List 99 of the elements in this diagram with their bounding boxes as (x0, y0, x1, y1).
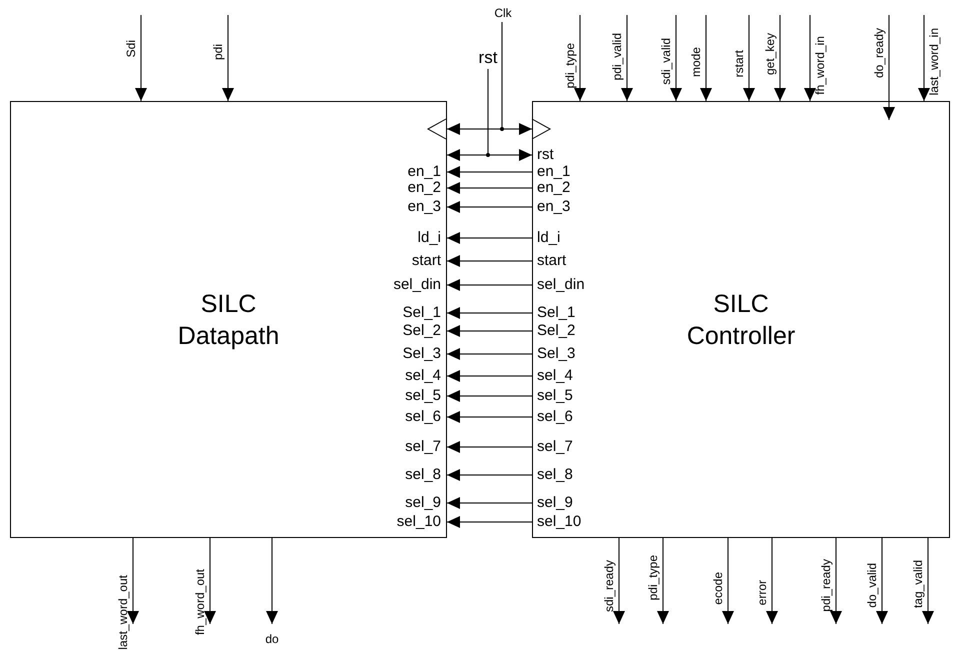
port-label: rst (537, 147, 554, 163)
signal-label: do_ready (873, 28, 886, 78)
port-label: sel_7 (537, 439, 573, 455)
port-label: en_3 (537, 199, 570, 215)
port-label: en_1 (537, 164, 570, 180)
signal-label: sdi_ready (603, 560, 616, 612)
port-label: sel_9 (405, 495, 441, 511)
signal-arrow (830, 538, 842, 624)
signal-label: pdi_type (564, 43, 577, 88)
signal-label: tag_valid (912, 560, 925, 608)
port-label: sel_6 (537, 409, 573, 425)
port-label: en_2 (537, 180, 570, 196)
signal-label: pdi_ready (820, 559, 833, 612)
port-label: en_2 (408, 180, 441, 196)
signal-arrow (446, 411, 532, 423)
signal-arrow (766, 538, 778, 624)
port-label: ld_i (537, 230, 560, 246)
signal-arrow (574, 14, 586, 102)
signal-arrow (918, 14, 930, 102)
signal-label: do (264, 632, 280, 646)
signal-arrow (670, 14, 682, 102)
signal-arrow (127, 538, 139, 624)
block-title: SILC Datapath (176, 288, 280, 352)
signal-arrow (446, 516, 532, 528)
signal-label: error (756, 580, 769, 606)
signal-arrow (222, 14, 234, 102)
signal-arrow (446, 182, 532, 194)
port-label: sel_4 (537, 368, 573, 384)
block-title: SILC Controller (686, 288, 796, 352)
signal-arrow (446, 497, 532, 509)
signal-arrow (700, 14, 712, 102)
signal-label: Sdi (125, 40, 138, 58)
port-label: en_3 (408, 199, 441, 215)
port-label: start (537, 253, 566, 269)
signal-arrow (883, 14, 895, 120)
signal-arrow (446, 390, 532, 402)
port-label: sel_9 (537, 495, 573, 511)
signal-arrow (446, 255, 532, 267)
port-label: Sel_2 (537, 323, 576, 339)
signal-arrow (446, 307, 532, 319)
signal-arrow (922, 538, 934, 624)
port-label: Sel_3 (402, 346, 441, 362)
signal-label: mode (690, 47, 703, 78)
signal-label: last_word_in (928, 28, 941, 96)
signal-label: pdi_type (647, 555, 660, 600)
signal-label: fh_word_in (814, 36, 827, 95)
signal-arrow (446, 469, 532, 481)
port-label: sel_5 (405, 388, 441, 404)
signal-arrow (446, 201, 532, 213)
signal-arrow (446, 166, 532, 178)
signal-label: get_key (764, 33, 777, 76)
signal-label: last_word_out (117, 575, 130, 650)
port-label: sel_din (537, 277, 585, 293)
port-label: sel_10 (396, 514, 441, 530)
port-label: sel_4 (405, 368, 441, 384)
signal-label: fh_word_out (194, 569, 207, 636)
signal-name: Clk (488, 6, 518, 20)
port-label: Sel_2 (402, 323, 441, 339)
block-box (532, 101, 950, 538)
signal-label: sdi_valid (660, 38, 673, 85)
signal-arrow (204, 538, 216, 624)
signal-arrow (804, 14, 816, 102)
port-label: sel_din (393, 277, 441, 293)
signal-label: rstart (733, 50, 746, 78)
block-box (10, 101, 447, 538)
port-label: Sel_3 (537, 346, 576, 362)
signal-arrow (502, 22, 532, 135)
signal-label: ecode (712, 572, 725, 605)
signal-label: do_valid (866, 563, 879, 608)
port-label: en_1 (408, 164, 441, 180)
signal-arrow (722, 538, 734, 624)
signal-arrow (266, 538, 278, 624)
port-label: Sel_1 (537, 305, 576, 321)
signal-arrow (446, 370, 532, 382)
port-label: sel_6 (405, 409, 441, 425)
signal-arrow (613, 538, 625, 624)
port-label: sel_5 (537, 388, 573, 404)
signal-arrow (135, 14, 147, 102)
signal-arrow (876, 538, 888, 624)
port-label: sel_8 (537, 467, 573, 483)
signal-arrow (446, 325, 532, 337)
signal-arrow (446, 441, 532, 453)
signal-arrow (657, 538, 669, 624)
signal-arrow (743, 14, 755, 102)
signal-label: pdi (212, 44, 225, 60)
port-label: ld_i (418, 230, 441, 246)
port-label: sel_8 (405, 467, 441, 483)
port-label: sel_10 (537, 514, 582, 530)
port-label: start (412, 253, 441, 269)
signal-label: pdi_valid (611, 33, 624, 80)
signal-arrow (774, 14, 786, 102)
signal-arrow (446, 232, 532, 244)
signal-arrow (446, 348, 532, 360)
signal-arrow (446, 279, 532, 291)
signal-arrow (488, 68, 532, 161)
signal-arrow (621, 14, 633, 102)
signal-name: rst (472, 48, 504, 67)
port-label: Sel_1 (402, 305, 441, 321)
port-label: sel_7 (405, 439, 441, 455)
